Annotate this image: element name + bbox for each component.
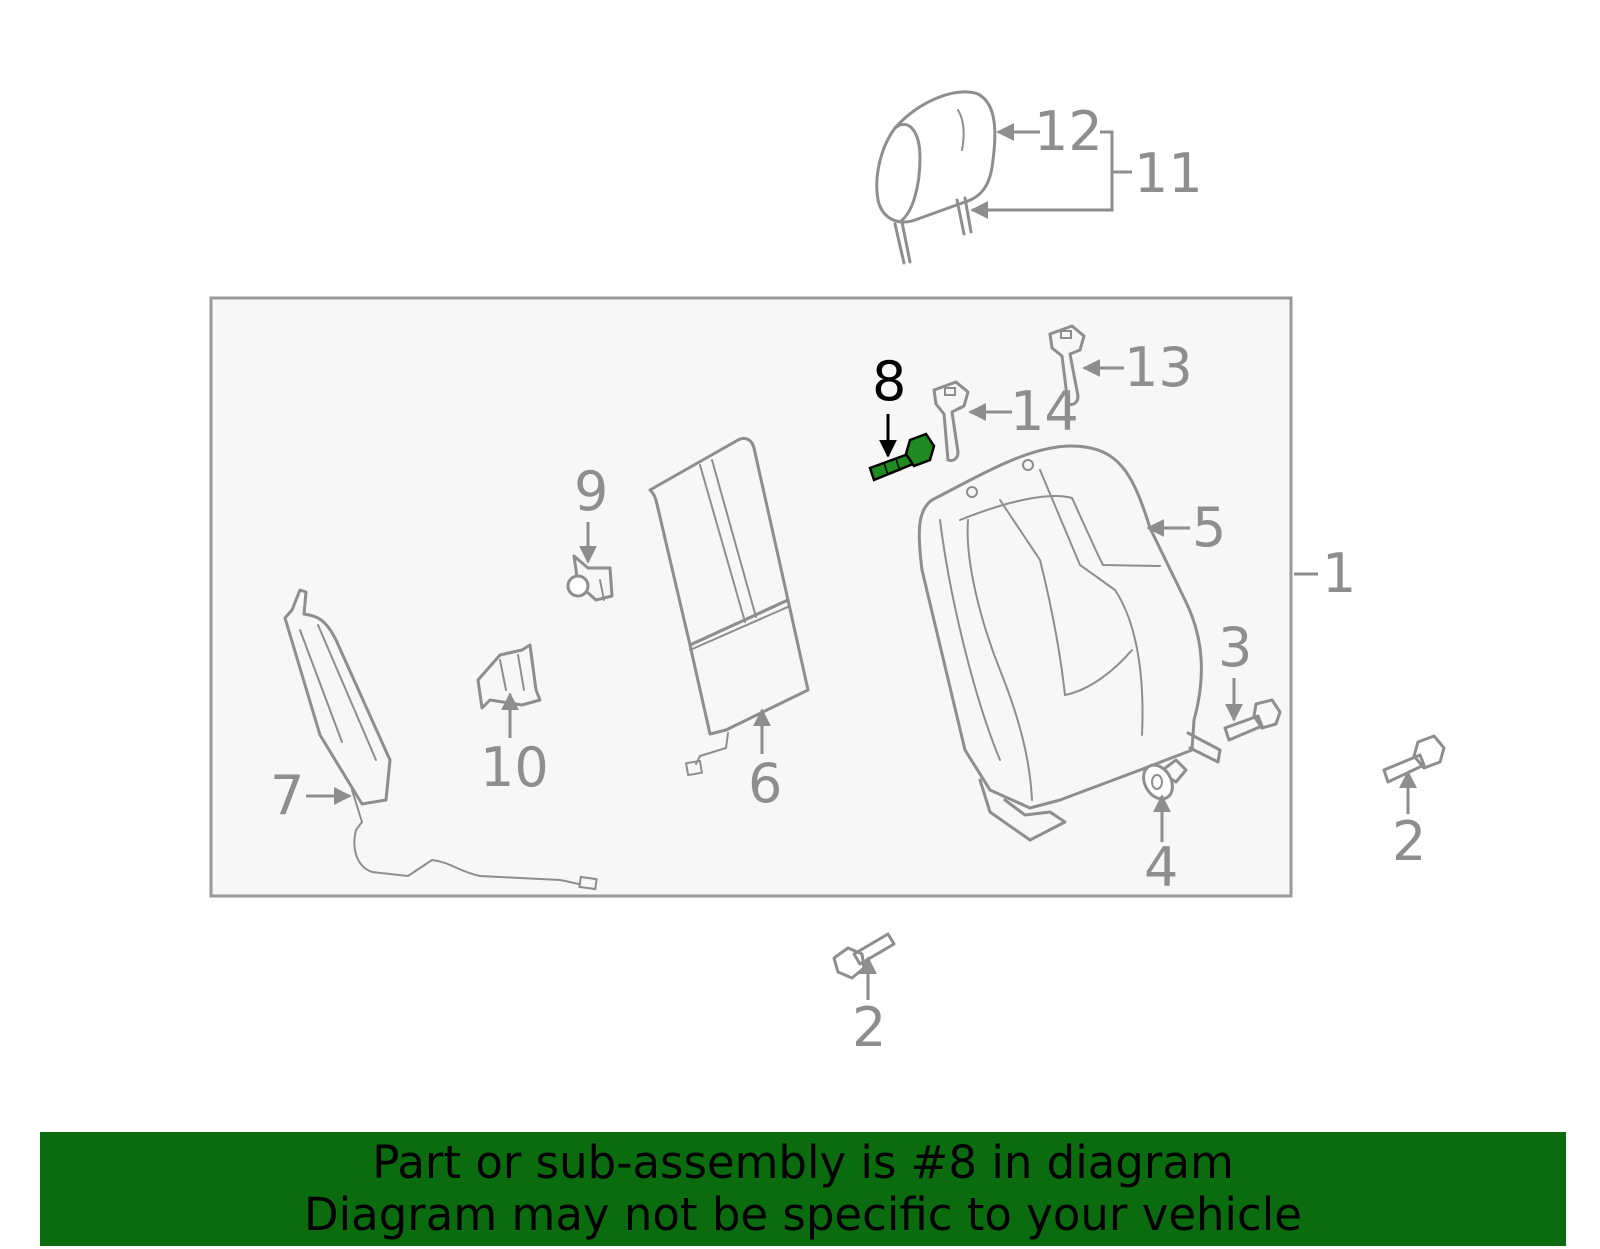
bolt-3-drawing xyxy=(1223,698,1282,742)
bolt-2-right-drawing xyxy=(1382,734,1446,784)
label-13: 13 xyxy=(1124,336,1193,399)
label-6: 6 xyxy=(748,752,782,815)
seat-back-frame-drawing xyxy=(917,444,1222,842)
label-7: 7 xyxy=(270,764,304,827)
label-2-right: 2 xyxy=(1392,810,1426,873)
seat-pad-drawing xyxy=(648,436,810,777)
label-9: 9 xyxy=(574,460,608,523)
label-14: 14 xyxy=(1010,380,1079,443)
guide-13-drawing xyxy=(1048,324,1086,406)
label-10: 10 xyxy=(480,736,549,799)
notice-line-2: Diagram may not be specific to your vehi… xyxy=(304,1188,1302,1241)
callout-labels: 12 11 13 14 8 5 1 9 10 6 7 3 4 2 2 xyxy=(270,100,1426,1059)
bolt-8-highlighted xyxy=(868,432,936,482)
label-8-highlighted: 8 xyxy=(872,350,906,413)
guide-14-drawing xyxy=(932,380,970,462)
label-1: 1 xyxy=(1322,542,1356,605)
label-4: 4 xyxy=(1144,836,1178,899)
bracket-10-drawing xyxy=(476,643,542,710)
label-5: 5 xyxy=(1192,496,1226,559)
label-3: 3 xyxy=(1218,616,1252,679)
label-2-bottom: 2 xyxy=(852,996,886,1059)
headrest-drawing xyxy=(875,90,997,265)
notice-line-1: Part or sub-assembly is #8 in diagram xyxy=(372,1136,1234,1189)
nut-4-drawing xyxy=(1142,758,1188,801)
label-12: 12 xyxy=(1034,100,1103,163)
bolt-2-bottom-drawing xyxy=(832,932,896,980)
label-11: 11 xyxy=(1134,142,1203,205)
notice-banner: Part or sub-assembly is #8 in diagram Di… xyxy=(40,1132,1566,1246)
leader-lines xyxy=(306,123,1417,1000)
side-airbag-drawing xyxy=(283,588,598,891)
clip-9-drawing xyxy=(566,554,614,602)
